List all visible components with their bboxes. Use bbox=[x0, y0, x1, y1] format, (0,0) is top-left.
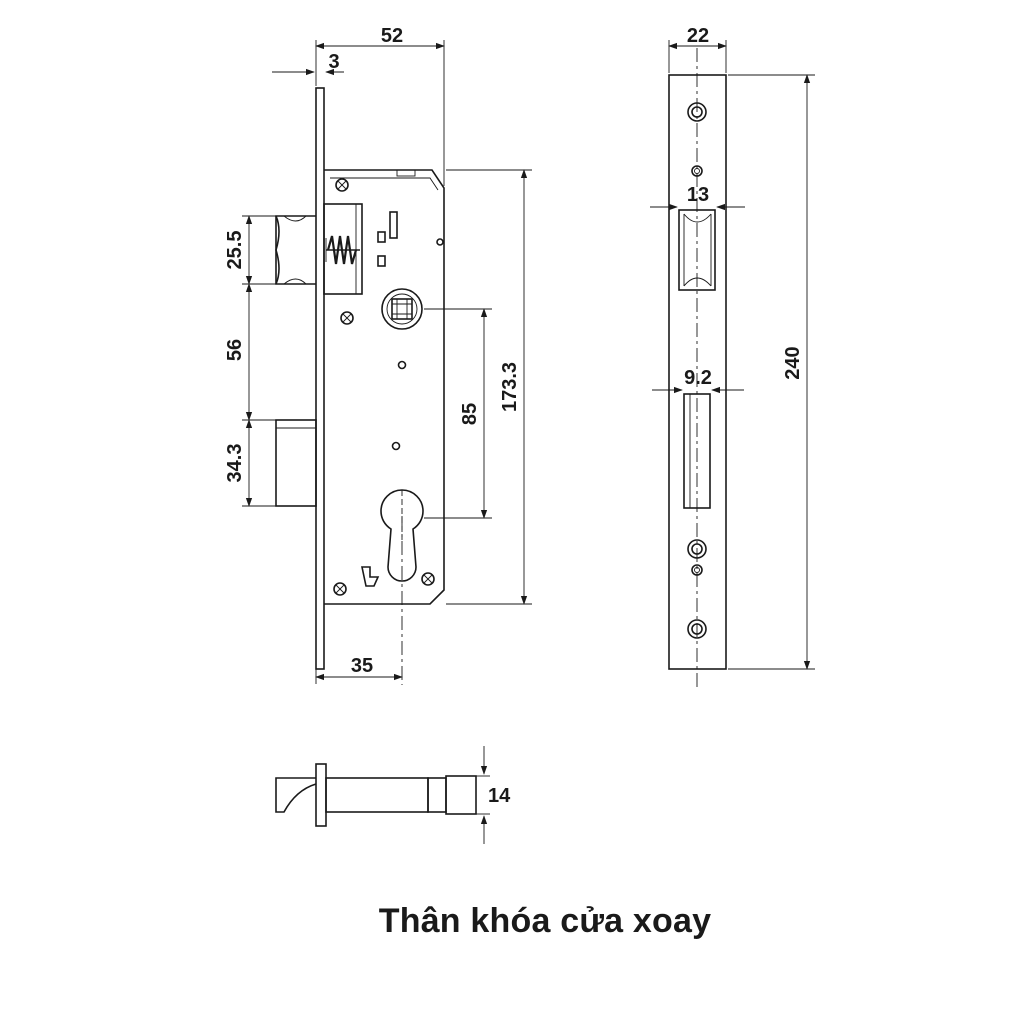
latch-spring bbox=[325, 235, 360, 265]
latch-slot bbox=[678, 209, 716, 291]
case-hole-lower bbox=[391, 441, 401, 451]
dim-faceplate-length: 240 bbox=[782, 346, 804, 379]
dim-spindle-size: 14 bbox=[488, 785, 511, 807]
screw-middle-left bbox=[340, 311, 354, 325]
dim-case-height: 173.3 bbox=[499, 362, 521, 412]
faceplate-screw-hole-top bbox=[687, 102, 707, 122]
spindle-tip bbox=[275, 777, 317, 813]
drawing-caption: Thân khóa cửa xoay bbox=[378, 902, 712, 940]
dim-latch-to-bolt: 56 bbox=[224, 339, 246, 361]
screw-bottom-right bbox=[421, 572, 435, 586]
spindle-square bbox=[445, 775, 477, 815]
front-view: 52 3 25.5 56 34.3 85 173.3 35 bbox=[224, 25, 532, 685]
case-hole-upper bbox=[397, 360, 407, 370]
dim-total-depth: 52 bbox=[381, 25, 403, 47]
side-faceplate bbox=[668, 74, 727, 670]
case-pin-hole bbox=[436, 238, 444, 246]
front-faceplate bbox=[315, 87, 325, 670]
screw-top-left bbox=[335, 178, 349, 192]
faceplate-screw-hole-bottom bbox=[687, 619, 707, 639]
spindle-collar bbox=[315, 763, 327, 827]
dim-bolt-slot-width: 9.2 bbox=[684, 367, 712, 389]
lock-case-inner bbox=[330, 177, 439, 191]
dead-bolt bbox=[275, 419, 317, 507]
bolt-slot bbox=[683, 393, 711, 509]
case-top-notch bbox=[396, 169, 416, 177]
side-view: 22 13 9.2 240 bbox=[650, 25, 815, 688]
dim-backset: 35 bbox=[351, 655, 373, 677]
dim-faceplate-thickness: 3 bbox=[328, 51, 339, 73]
dim-faceplate-width: 22 bbox=[687, 25, 709, 47]
dim-bolt-height: 34.3 bbox=[224, 444, 246, 483]
lock-case bbox=[324, 169, 445, 605]
dim-latch-height: 25.5 bbox=[224, 231, 246, 270]
faceplate-small-hole-bottom bbox=[691, 564, 703, 576]
screw-bottom-left bbox=[333, 582, 347, 596]
cam-slot bbox=[361, 566, 380, 587]
spindle-view: 14 bbox=[275, 746, 511, 844]
dim-latch-slot-width: 13 bbox=[687, 184, 709, 206]
spindle-hub bbox=[381, 288, 423, 330]
latch-housing bbox=[323, 203, 363, 295]
cylinder-cutout bbox=[380, 489, 424, 582]
latch-bolt bbox=[275, 215, 316, 285]
faceplate-small-hole-top bbox=[691, 165, 703, 177]
faceplate-screw-hole-middle bbox=[687, 539, 707, 559]
spindle-shaft bbox=[325, 777, 429, 813]
spindle-end bbox=[427, 777, 447, 813]
dim-handle-to-cylinder: 85 bbox=[459, 403, 481, 425]
latch-lever bbox=[389, 211, 398, 239]
